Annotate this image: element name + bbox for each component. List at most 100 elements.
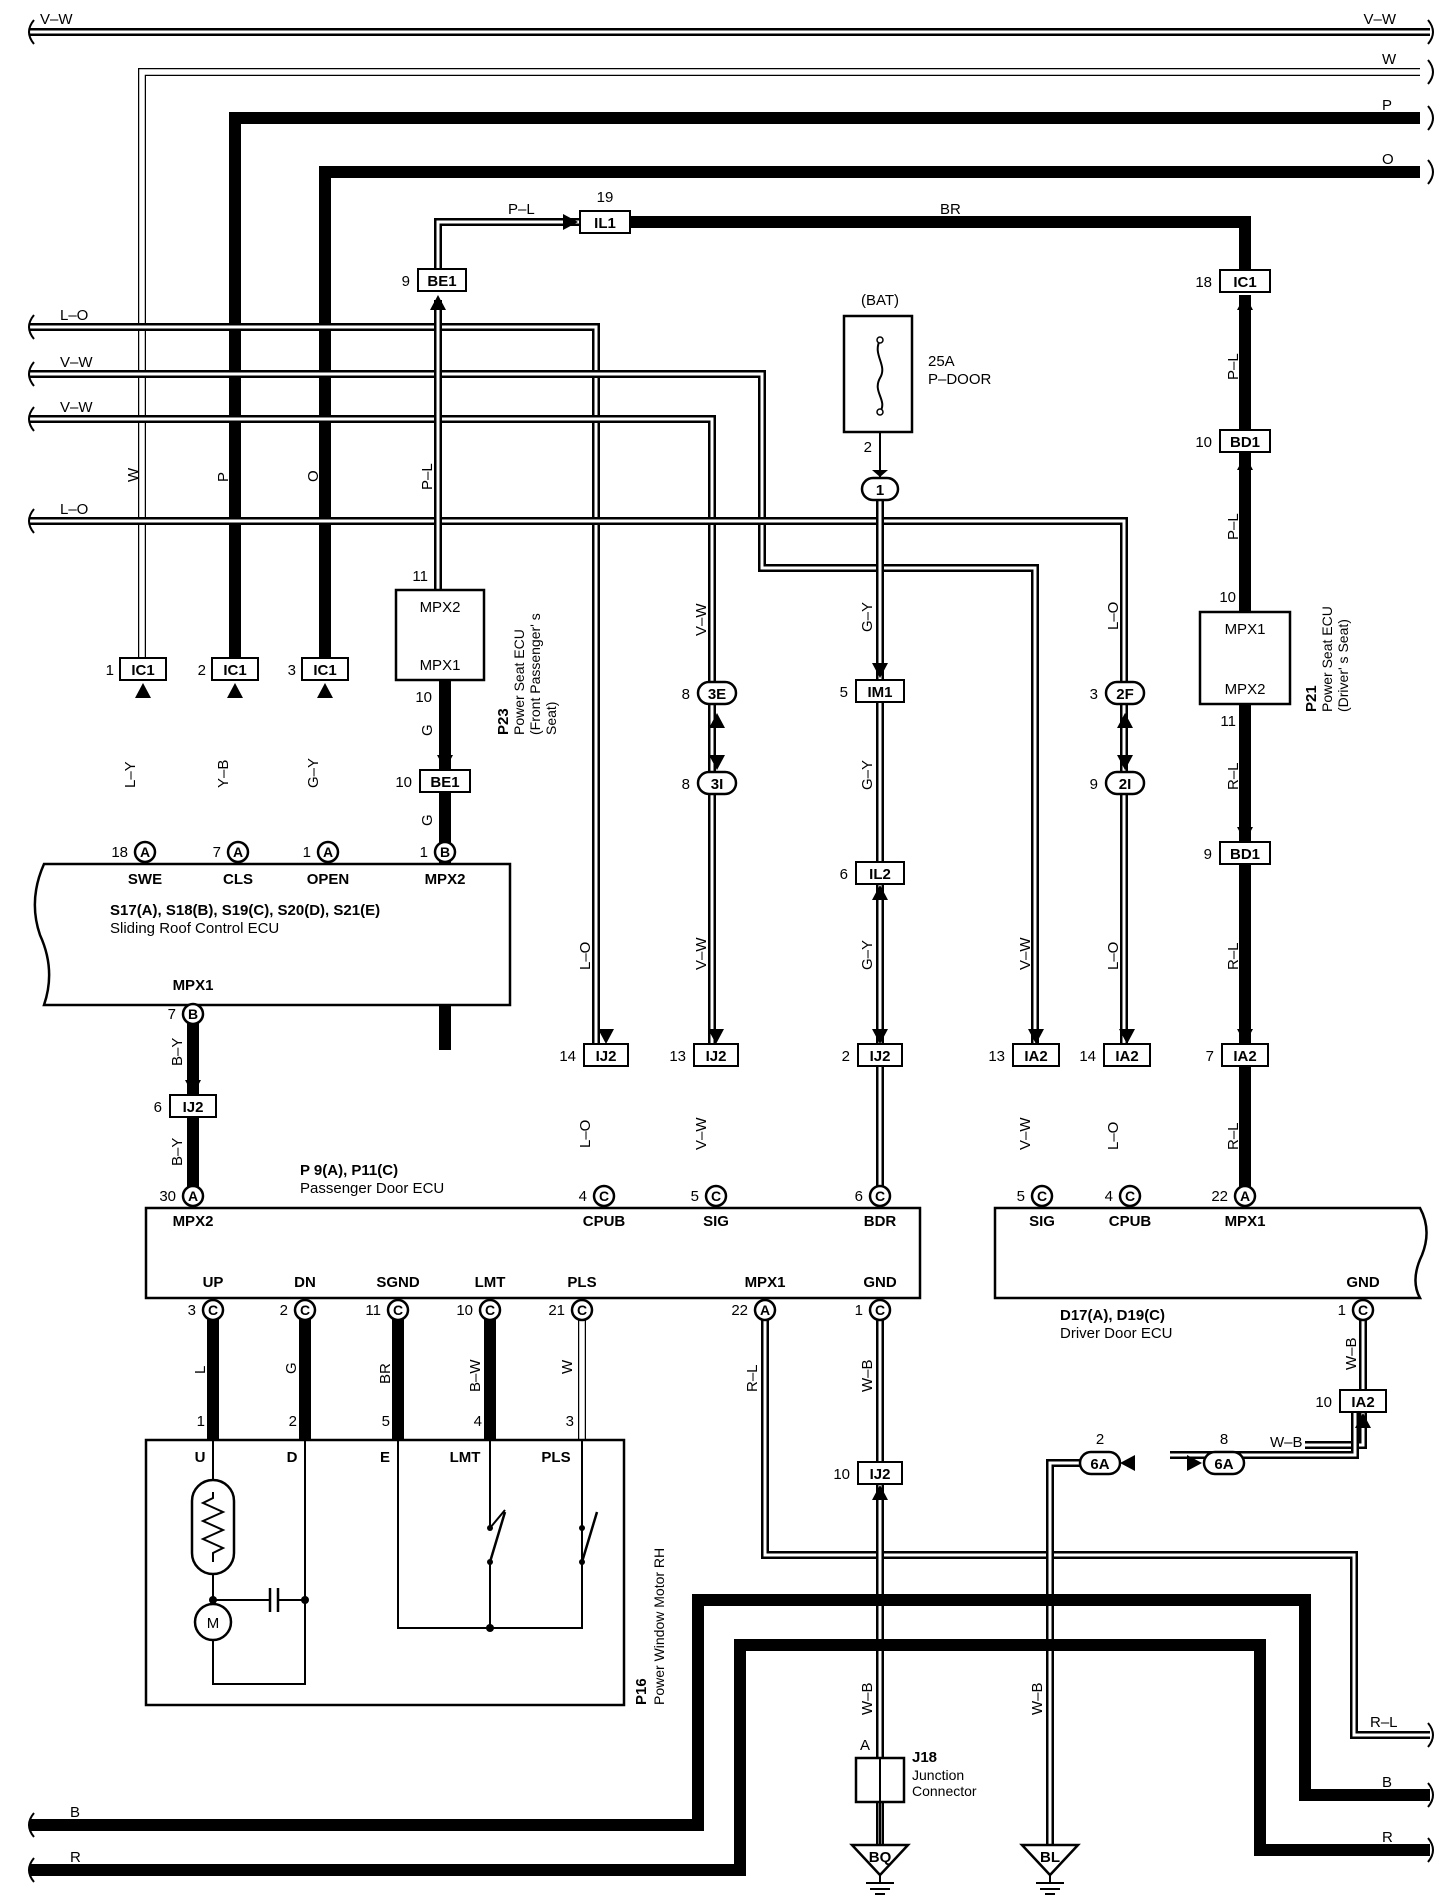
svg-text:A: A [233, 844, 243, 860]
pin-pd-pls: C21 [548, 1298, 594, 1322]
power-seat-ecu-driver: 10 MPX1 MPX2 11 P21 Power Seat ECU (Driv… [1198, 589, 1351, 730]
wire-o [319, 166, 1420, 668]
wc-p: P [215, 472, 232, 482]
svg-text:IJ2: IJ2 [596, 1048, 617, 1065]
pin-mpx1: B 7 [168, 1002, 205, 1026]
connector-be1-9: BE1 9 [402, 268, 467, 292]
svg-text:1: 1 [197, 1413, 205, 1430]
svg-text:MPX1: MPX1 [420, 657, 461, 674]
svg-text:13: 13 [669, 1048, 686, 1065]
flow-arrows [135, 214, 1371, 1500]
svg-text:6A: 6A [1090, 1456, 1109, 1473]
svg-text:P 9(A), P11(C): P 9(A), P11(C) [300, 1162, 398, 1179]
svg-text:BDR: BDR [864, 1213, 897, 1230]
passenger-door-ecu: P 9(A), P11(C) Passenger Door ECU MPX2 C… [144, 1162, 922, 1322]
connector-ic1-1: IC1 1 [106, 657, 167, 681]
svg-text:2: 2 [280, 1302, 288, 1319]
pin-dd-sig: C5 [1017, 1184, 1054, 1208]
wc-pl-left: P–L [419, 463, 436, 490]
label-lo-1: L–O [60, 307, 88, 324]
svg-text:Driver Door ECU: Driver Door ECU [1060, 1325, 1173, 1342]
wire-color-labels: P–L BR W P O P–L P–L P–L L–Y Y–B G–Y G G… [122, 201, 1360, 1715]
oval-1: 1 2 [860, 439, 900, 502]
pin-pd-mpx1: A22 [731, 1298, 777, 1322]
oval-2f: 2F 3 [1090, 680, 1146, 706]
svg-text:Power Seat ECU: Power Seat ECU [511, 629, 527, 735]
svg-text:IA2: IA2 [1115, 1048, 1138, 1065]
svg-text:7: 7 [168, 1006, 176, 1023]
svg-text:22: 22 [731, 1302, 748, 1319]
svg-text:3: 3 [188, 1302, 196, 1319]
wire-r-bottom [30, 1639, 1430, 1876]
svg-text:18: 18 [1195, 274, 1212, 291]
oval-2i: 2I 9 [1090, 770, 1146, 796]
svg-text:MPX2: MPX2 [425, 871, 466, 888]
pin-dd-cpub: C4 [1105, 1184, 1142, 1208]
connector-bd1-9: BD1 9 [1204, 841, 1271, 865]
svg-text:6A: 6A [1214, 1456, 1233, 1473]
svg-text:8: 8 [1220, 1431, 1228, 1448]
svg-text:(Driver' s Seat): (Driver' s Seat) [1335, 619, 1351, 712]
svg-text:1: 1 [1338, 1302, 1346, 1319]
motor-icon [193, 1602, 233, 1642]
svg-text:C: C [1358, 1302, 1368, 1318]
label-b-right: B [1382, 1774, 1392, 1791]
wc-pl-top: P–L [508, 201, 535, 218]
connector-ij2-14: IJ2 14 [559, 1043, 629, 1067]
pin-pd-gnd: C1 [855, 1298, 892, 1322]
svg-text:11: 11 [412, 568, 428, 585]
wc-l: L [192, 1366, 209, 1374]
svg-text:2: 2 [864, 439, 872, 456]
wc-yb: Y–B [215, 760, 232, 788]
svg-text:MPX1: MPX1 [173, 977, 214, 994]
svg-text:A: A [188, 1188, 198, 1204]
label-vw-3: V–W [60, 399, 93, 416]
label-b: B [70, 1804, 80, 1821]
wc-gy-left: G–Y [305, 758, 322, 788]
label-vw-top-left: V–W [40, 11, 73, 28]
wc-vw-a1: V–W [693, 603, 710, 636]
svg-text:3: 3 [288, 662, 296, 679]
svg-text:B: B [188, 1006, 198, 1022]
wc-rl-mpx1: R–L [744, 1364, 761, 1392]
svg-text:IA2: IA2 [1233, 1048, 1256, 1065]
bus-labels: V–W V–W W P O L–O V–W V–W L–O B R R–L B … [40, 11, 1398, 1866]
svg-text:IJ2: IJ2 [870, 1048, 891, 1065]
wc-lo-b0: L–O [1105, 602, 1122, 630]
svg-text:E: E [380, 1449, 390, 1466]
svg-text:BQ: BQ [869, 1849, 892, 1866]
svg-text:CPUB: CPUB [583, 1213, 626, 1230]
svg-text:Connector: Connector [912, 1783, 977, 1799]
svg-text:14: 14 [559, 1048, 576, 1065]
svg-text:MPX2: MPX2 [173, 1213, 214, 1230]
svg-text:2: 2 [842, 1048, 850, 1065]
svg-text:MPX1: MPX1 [745, 1274, 786, 1291]
pin-dd-gnd: C1 [1338, 1298, 1375, 1322]
wc-gy-a1: G–Y [859, 602, 876, 632]
svg-text:MPX2: MPX2 [420, 599, 461, 616]
wire-br-top [630, 216, 1251, 270]
svg-text:21: 21 [548, 1302, 565, 1319]
svg-text:BL: BL [1040, 1849, 1060, 1866]
wire-p [229, 112, 1420, 668]
pin-pd-sig: C5 [691, 1184, 728, 1208]
svg-text:13: 13 [988, 1048, 1005, 1065]
wc-vw-b2: V–W [1017, 1117, 1034, 1150]
label-rl: R–L [1370, 1714, 1398, 1731]
pin-mpx2: B 1 [420, 840, 457, 864]
svg-text:BD1: BD1 [1230, 434, 1260, 451]
wire-b-bottom [30, 1594, 1430, 1831]
svg-text:10: 10 [456, 1302, 473, 1319]
wc-pl-right-2: P–L [1225, 513, 1242, 540]
svg-text:(Front Passenger' s: (Front Passenger' s [527, 613, 543, 735]
svg-text:IC1: IC1 [131, 662, 154, 679]
connector-ic1-3: IC1 3 [288, 657, 349, 681]
svg-text:10: 10 [1219, 589, 1236, 606]
svg-text:P23: P23 [495, 708, 512, 735]
connector-ia2-10: IA2 10 [1315, 1389, 1387, 1413]
svg-text:SIG: SIG [703, 1213, 729, 1230]
pin-dd-mpx1: A22 [1211, 1184, 1257, 1208]
pin-pd-cpub: C4 [579, 1184, 616, 1208]
connector-bd1-10: BD1 10 [1195, 429, 1271, 453]
